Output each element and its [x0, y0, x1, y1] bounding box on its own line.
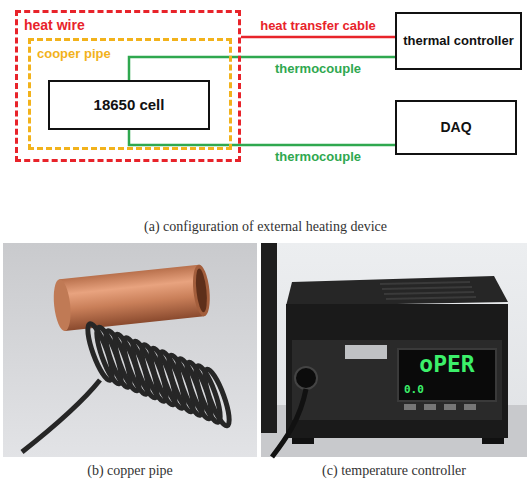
edge-label: thermocouple [272, 149, 364, 165]
figure-caption: (c) temperature controller [261, 463, 527, 480]
photo-ground [3, 243, 257, 457]
node-label: heat wire [24, 17, 85, 34]
node-label: thermal controller [403, 33, 514, 49]
heat-cable-line [241, 36, 395, 39]
edge-label: heat transfer cable [257, 18, 379, 34]
heating-coil [22, 321, 234, 452]
photo-ground [261, 243, 527, 457]
node-label: 18650 cell [94, 96, 165, 114]
node-label: cooper pipe [37, 46, 111, 62]
edge-label: thermocouple [272, 61, 364, 77]
figure-caption: (a) configuration of external heating de… [0, 219, 531, 236]
battery-cell-box: 18650 cell [48, 80, 210, 130]
copper-pipe [51, 264, 212, 332]
thermocouple-line [129, 57, 395, 80]
figure-caption: (b) copper pipe [3, 463, 257, 480]
copper-pipe-region: cooper pipe 18650 cell [28, 38, 232, 150]
node-label: DAQ [440, 119, 471, 136]
heat-wire-region: heat wire cooper pipe 18650 cell [15, 10, 241, 162]
daq-box: DAQ [395, 100, 517, 155]
temperature-controller [272, 276, 508, 457]
controller-box: thermal controller [395, 12, 522, 70]
monitor-edge [261, 243, 277, 433]
thermocouple-line [129, 130, 395, 145]
display-reading: oPER [400, 351, 494, 379]
display-value: 0.0 [404, 383, 444, 396]
